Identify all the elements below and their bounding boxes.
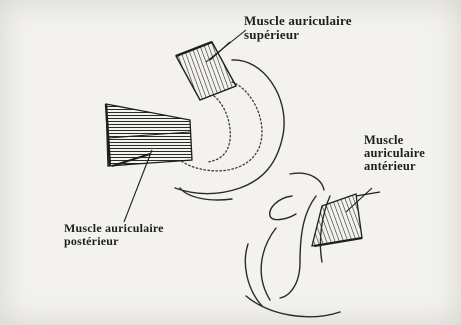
label-superior-auricular: Muscle auriculaire supérieur <box>244 14 352 41</box>
superior-auricular-muscle <box>176 42 236 100</box>
label-posterior-auricular: Muscle auriculaire postérieur <box>64 222 164 247</box>
anterior-auricular-muscle <box>312 192 380 246</box>
label-anterior-auricular: Muscle auriculaire antérieur <box>364 134 425 173</box>
